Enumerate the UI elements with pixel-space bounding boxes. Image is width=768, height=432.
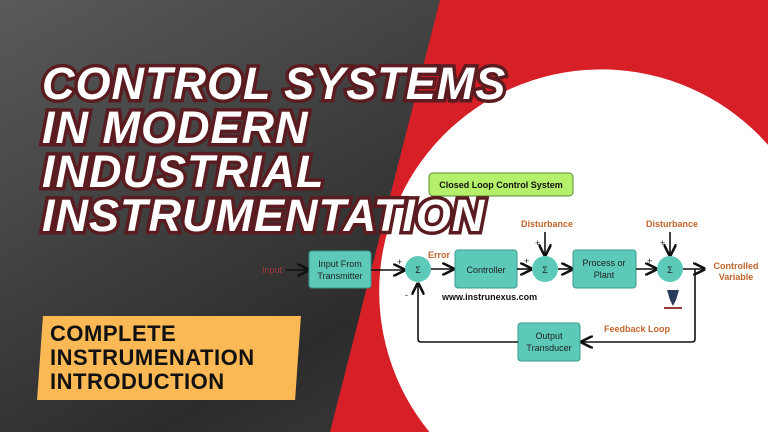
- sum-symbol: Σ: [667, 265, 673, 275]
- promo-line: INTRODUCTION: [50, 369, 225, 394]
- disturbance-label-1: Disturbance: [521, 219, 573, 229]
- promo-line: COMPLETE: [50, 321, 177, 346]
- controlled-variable-line2: Variable: [719, 272, 754, 282]
- process-block: [572, 249, 637, 289]
- website-label: www.instrunexus.com: [441, 292, 537, 302]
- error-label: Error: [428, 250, 451, 260]
- input-label: Input: [262, 265, 283, 275]
- title-line: INSTRUMENTATION: [38, 190, 487, 242]
- feedback-path: [582, 269, 696, 342]
- instrunexus-logo-icon: [664, 290, 682, 309]
- title-line: CONTROL SYSTEMS: [38, 58, 508, 110]
- disturbance-label-2: Disturbance: [646, 219, 698, 229]
- diagram-title-box: [428, 172, 574, 197]
- input-block-line1: Input From: [318, 259, 362, 269]
- plus-sign: +: [524, 256, 529, 266]
- output-line2: Transducer: [526, 343, 571, 353]
- diagram-title: Closed Loop Control System: [439, 180, 563, 190]
- feedback-return-path: [418, 284, 518, 343]
- plus-sign: +: [660, 238, 665, 248]
- process-line1: Process or: [582, 258, 625, 268]
- process-line2: Plant: [594, 270, 615, 280]
- summing-junction-3: [657, 256, 683, 282]
- controlled-variable-line1: Controlled: [714, 261, 759, 271]
- sum-symbol: Σ: [415, 265, 421, 275]
- minus-sign: -: [405, 290, 408, 300]
- input-block-line2: Transmitter: [317, 271, 362, 281]
- plus-sign: +: [535, 238, 540, 248]
- plus-sign: +: [647, 256, 652, 266]
- plus-sign: +: [397, 257, 402, 267]
- input-from-transmitter-block: [308, 250, 372, 289]
- page-title: CONTROL SYSTEMS IN MODERN INDUSTRIAL INS…: [38, 58, 508, 242]
- sum-symbol: Σ: [542, 265, 548, 275]
- promo-line: INSTRUMENATION: [50, 345, 255, 370]
- promo-text: COMPLETE INSTRUMENATION INTRODUCTION: [50, 322, 255, 394]
- summing-junction-1: [405, 256, 431, 282]
- feedback-loop-label: Feedback Loop: [604, 324, 671, 334]
- output-transducer-block: [517, 322, 581, 362]
- summing-junction-2: [532, 256, 558, 282]
- title-line: IN MODERN: [38, 102, 311, 154]
- block-diagram: Closed Loop Control System Input Input F…: [262, 172, 759, 362]
- controller-label: Controller: [466, 265, 505, 275]
- title-line: INDUSTRIAL: [38, 146, 326, 198]
- output-line1: Output: [535, 331, 563, 341]
